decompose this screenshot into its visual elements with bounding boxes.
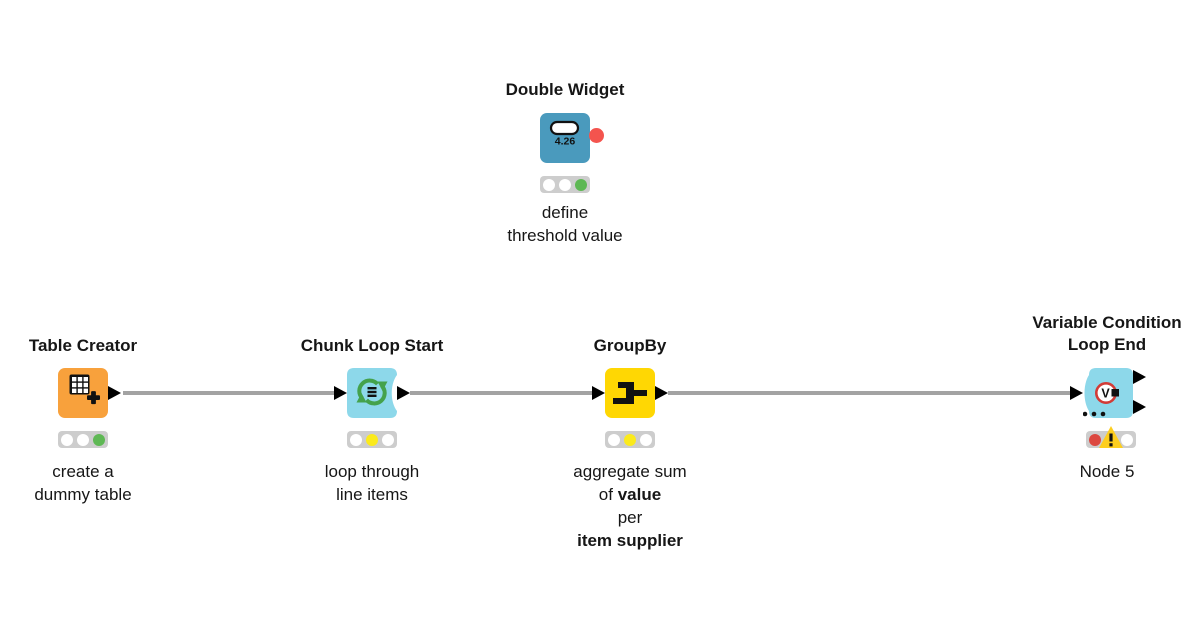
traffic-light (540, 176, 590, 193)
node-table-creator: Table Creator create a dummy table (29, 336, 137, 504)
node-caption: aggregate sum of value per item supplier (573, 462, 687, 550)
connection-groupby-to-loopend[interactable] (668, 391, 1071, 395)
warning-icon (1099, 426, 1123, 448)
output-port[interactable] (655, 386, 668, 400)
node-double-widget: Double Widget 4.26 define threshold valu… (506, 80, 625, 245)
input-port[interactable] (592, 386, 605, 400)
status-light (624, 433, 636, 446)
node-body-loop-end[interactable] (1083, 368, 1133, 418)
node-caption: create a dummy table (34, 462, 132, 504)
node-body-groupby[interactable] (605, 368, 655, 418)
node-variable-condition-loop-end: Variable Condition Loop End V (1032, 313, 1181, 481)
output-port[interactable] (397, 386, 410, 400)
node-title: Variable Condition Loop End (1032, 313, 1182, 354)
node-body-table-creator[interactable] (58, 368, 108, 418)
node-chunk-loop-start: Chunk Loop Start (301, 336, 444, 504)
status-light (608, 433, 620, 446)
traffic-light (58, 431, 108, 448)
node-groupby: GroupBy aggregate sum of value per item … (573, 336, 686, 550)
status-light (350, 433, 362, 446)
connection-table-to-chunk[interactable] (123, 391, 335, 395)
status-light (1121, 433, 1133, 446)
node-title: Double Widget (505, 80, 625, 99)
status-light (366, 433, 378, 446)
connection-chunk-to-groupby[interactable] (410, 391, 593, 395)
status-light (559, 178, 571, 191)
node-body-chunk-loop-start[interactable] (347, 368, 397, 418)
node-caption: define threshold value (507, 203, 623, 245)
input-port[interactable] (334, 386, 347, 400)
status-light (640, 433, 652, 446)
traffic-light (347, 431, 397, 448)
status-light (61, 433, 73, 446)
status-light (93, 433, 105, 446)
status-light (575, 178, 587, 191)
node-title: Table Creator (28, 336, 138, 355)
node-body-double-widget[interactable] (540, 113, 590, 163)
status-light (382, 433, 394, 446)
node-caption: Node 5 (1079, 462, 1135, 481)
input-port[interactable] (1070, 386, 1083, 400)
output-port-top[interactable] (1133, 370, 1146, 384)
flow-variable-output-port[interactable] (589, 128, 604, 143)
status-light (543, 178, 555, 191)
output-port-bottom[interactable] (1133, 400, 1146, 414)
node-caption: loop through line items (324, 462, 420, 504)
traffic-light (605, 431, 655, 448)
node-title: GroupBy (593, 336, 667, 355)
output-port[interactable] (108, 386, 121, 400)
status-light (1089, 433, 1101, 446)
node-title: Chunk Loop Start (300, 336, 444, 355)
status-light (77, 433, 89, 446)
